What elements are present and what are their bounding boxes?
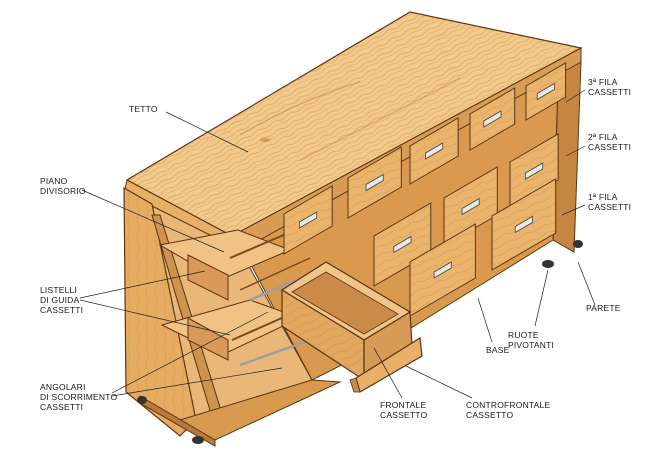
label-controfrontale: CONTROFRONTALE CASSETTO <box>466 400 551 420</box>
leader-angolari-1 <box>111 311 269 394</box>
label-tetto: TETTO <box>129 104 158 114</box>
leader-frontale <box>373 347 403 399</box>
caster-wheels <box>137 240 583 444</box>
leader-lines <box>79 89 596 399</box>
leader-controfrontale <box>405 365 473 399</box>
handle-icon <box>536 82 555 101</box>
leader-fila1 <box>561 204 586 216</box>
handle-icon <box>525 162 544 180</box>
label-fila3: 3ª FILA CASSETTI <box>588 77 632 97</box>
leader-fila3 <box>565 89 586 103</box>
label-fila2: 2ª FILA CASSETTI <box>588 132 632 152</box>
handle-icon <box>365 173 384 192</box>
label-piano-divisorio: PIANO DIVISORIO <box>40 176 86 196</box>
leader-angolari-2 <box>111 367 283 397</box>
open-drawer <box>280 261 423 393</box>
leader-piano <box>81 189 225 253</box>
leader-base <box>477 297 493 343</box>
handle-icon <box>393 235 412 254</box>
leader-ruote <box>534 269 549 327</box>
leader-tetto <box>165 111 249 153</box>
drawer-fronts <box>283 62 567 317</box>
wheel-icon <box>192 436 204 444</box>
label-listelli: LISTELLI DI GUIDA CASSETTI <box>40 285 84 315</box>
leader-listelli-2 <box>79 299 231 336</box>
label-angolari: ANGOLARI DI SCORRIMENTO CASSETTI <box>40 382 118 412</box>
wheel-icon <box>137 396 147 404</box>
handle-icon <box>461 197 480 216</box>
leader-parete <box>577 261 596 306</box>
label-parete: PARETE <box>586 303 621 313</box>
label-frontale: FRONTALE CASSETTO <box>380 400 428 420</box>
wheel-icon <box>573 240 583 248</box>
handle-icon <box>433 261 452 279</box>
handle-icon <box>483 110 502 128</box>
label-fila1: 1ª FILA CASSETTI <box>588 192 632 212</box>
handle-icon <box>299 211 318 229</box>
label-ruote: RUOTE PIVOTANTI <box>508 330 555 350</box>
leader-fila2 <box>565 145 586 157</box>
label-base: BASE <box>486 345 510 355</box>
right-side-panel <box>552 51 582 253</box>
handle-icon <box>425 142 444 160</box>
handle-icon <box>514 215 533 234</box>
wheel-icon <box>542 260 554 268</box>
leader-listelli-1 <box>79 270 206 299</box>
